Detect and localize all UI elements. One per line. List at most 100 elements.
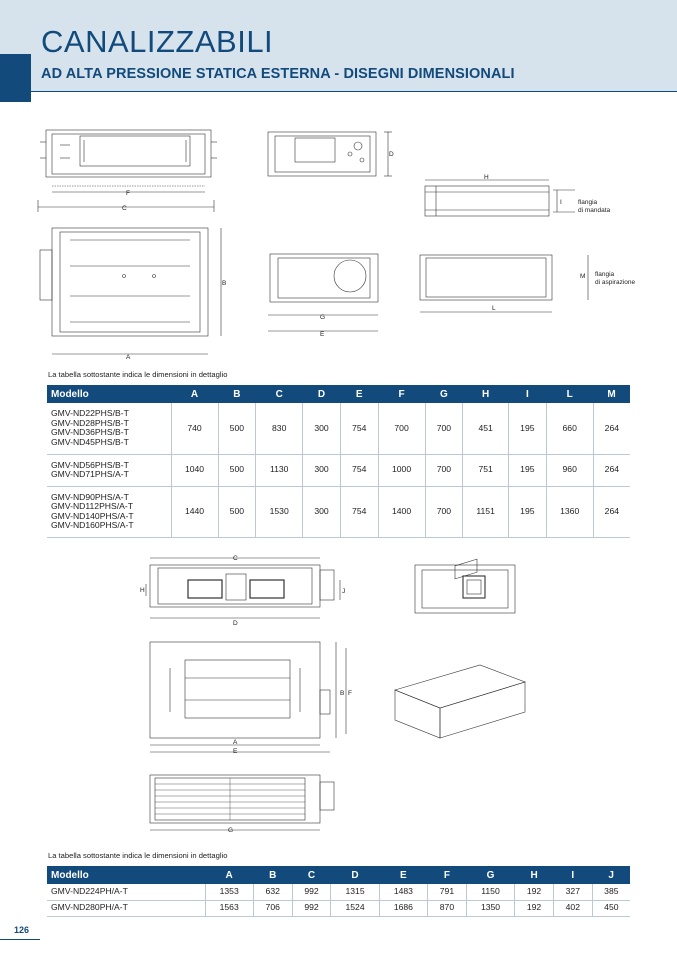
flange-supply-line2: di mandata (578, 207, 611, 214)
value-cell: 264 (592, 454, 630, 487)
value-cell: 706 (252, 900, 293, 917)
value-cell: 992 (291, 884, 331, 901)
col-header: A (205, 866, 254, 884)
model-name: GMV-ND36PHS/B-T (51, 427, 129, 438)
col-header: B (253, 866, 293, 884)
top-view-drawing (39, 227, 222, 355)
value-cell: 385 (591, 884, 630, 901)
value-cell: 195 (508, 454, 547, 487)
col-header: B (218, 385, 256, 403)
label-e: E (233, 748, 238, 755)
flange-supply-line1: flangia (578, 199, 598, 206)
label-d: D (389, 151, 394, 158)
value-cell: 632 (252, 884, 293, 901)
table-row: GMV-ND224PH/A-T 1353 632 992 1315 1483 7… (47, 884, 630, 901)
model-name: GMV-ND56PHS/B-T (51, 459, 129, 470)
label-g: G (320, 314, 325, 321)
value-cell: 992 (291, 900, 331, 917)
value-cell: 1350 (465, 900, 515, 917)
value-cell: 450 (591, 900, 630, 917)
col-header: H (514, 866, 554, 884)
model-name: GMV-ND28PHS/B-T (51, 417, 129, 428)
page-number: 126 (14, 925, 30, 935)
page-subtitle: AD ALTA PRESSIONE STATICA ESTERNA - DISE… (41, 66, 515, 82)
label-b: B (340, 690, 344, 697)
col-header: G (425, 385, 463, 403)
col-header: A (171, 385, 218, 403)
col-header: H (462, 385, 509, 403)
label-a: A (126, 354, 131, 361)
value-cell: 1315 (330, 884, 380, 901)
table-header-row: Modello A B C D E F G H I J (47, 866, 630, 884)
model-name: GMV-ND160PHS/A-T (51, 520, 134, 530)
model-cell: GMV-ND22PHS/B-T GMV-ND28PHS/B-T GMV-ND36… (47, 403, 171, 455)
supply-flange-drawing (424, 179, 575, 217)
value-cell: 660 (545, 403, 594, 455)
value-cell: 1686 (378, 900, 428, 917)
value-cell: 264 (592, 486, 630, 538)
col-header: E (340, 385, 379, 403)
value-cell: 1353 (204, 884, 254, 901)
page-number-rule (0, 939, 40, 940)
value-cell: 195 (508, 403, 547, 455)
table-row: GMV-ND22PHS/B-T GMV-ND28PHS/B-T GMV-ND36… (47, 403, 630, 455)
col-header: I (553, 866, 593, 884)
model-name: GMV-ND22PHS/B-T (51, 408, 129, 419)
col-header: D (330, 866, 380, 884)
table2-caption: La tabella sottostante indica le dimensi… (48, 851, 228, 860)
label-h: H (140, 587, 145, 594)
value-cell: 500 (217, 486, 256, 538)
value-cell: 700 (424, 403, 463, 455)
flange-return-line2: di aspirazione (595, 279, 635, 286)
dimensions-table-1: Modello A B C D E F G H I L M GMV-ND22PH… (47, 385, 630, 538)
value-cell: 300 (302, 454, 341, 487)
label-g: G (228, 827, 233, 834)
value-cell: 870 (427, 900, 467, 917)
value-cell: 1483 (378, 884, 428, 901)
value-cell: 1130 (255, 454, 303, 487)
page-header (0, 0, 677, 102)
value-cell: 402 (552, 900, 593, 917)
col-header: M (593, 385, 630, 403)
label-m: M (580, 273, 585, 280)
value-cell: 300 (302, 486, 341, 538)
value-cell: 1000 (377, 454, 426, 487)
flange-return-line1: flangia (595, 271, 615, 278)
model-name: GMV-ND112PHS/A-T (51, 501, 133, 511)
col-header: E (379, 866, 428, 884)
dimensions-table-2: Modello A B C D E F G H I J GMV-ND224PH/… (47, 866, 630, 917)
label-e: E (320, 331, 325, 338)
side-view-2-drawing (268, 253, 379, 332)
value-cell: 500 (217, 403, 256, 455)
value-cell: 1440 (170, 486, 218, 538)
header-accent-bar (0, 54, 31, 102)
col-header: F (427, 866, 467, 884)
value-cell: 1040 (170, 454, 218, 487)
label-b: B (222, 280, 226, 287)
table-row: GMV-ND280PH/A-T 1563 706 992 1524 1686 8… (47, 900, 630, 917)
label-f: F (126, 190, 130, 197)
unit-top-view-drawing (149, 641, 347, 753)
unit-front-view-drawing (145, 557, 341, 619)
value-cell: 754 (339, 486, 379, 538)
label-l: L (492, 305, 496, 312)
value-cell: 300 (302, 403, 341, 455)
value-cell: 451 (462, 403, 509, 455)
label-h: H (484, 174, 489, 181)
col-header: Modello (47, 385, 171, 403)
label-j: J (342, 588, 345, 595)
col-header: C (255, 385, 303, 403)
value-cell: 192 (514, 900, 554, 917)
table-row: GMV-ND90PHS/A-T GMV-ND112PHS/A-T GMV-ND1… (47, 486, 630, 538)
value-cell: 700 (424, 454, 463, 487)
value-cell: 192 (514, 884, 554, 901)
label-d: D (233, 620, 238, 627)
col-header: G (466, 866, 515, 884)
value-cell: 1530 (255, 486, 303, 538)
value-cell: 195 (508, 486, 547, 538)
technical-drawings-bottom: C D H J A E B F (0, 550, 677, 840)
value-cell: 1150 (465, 884, 515, 901)
value-cell: 791 (427, 884, 467, 901)
table-row: GMV-ND56PHS/B-T GMV-ND71PHS/A-T 1040 500… (47, 454, 630, 487)
table-header-row: Modello A B C D E F G H I L M (47, 385, 630, 403)
